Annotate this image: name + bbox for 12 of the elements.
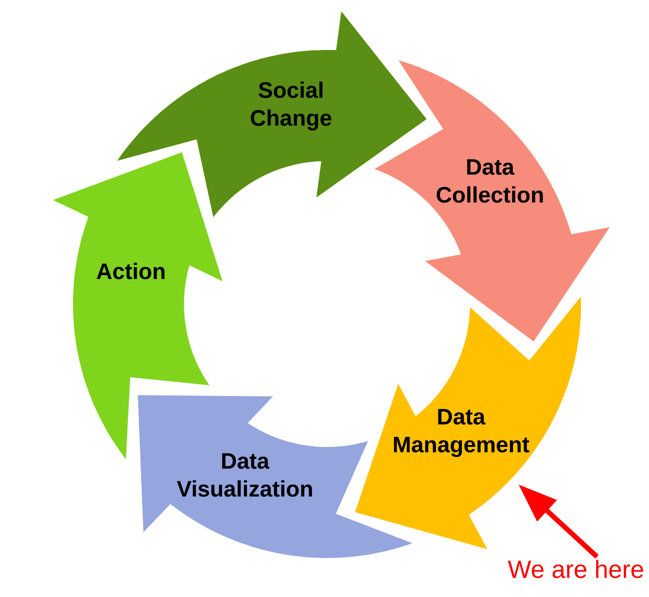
arrowhead	[355, 384, 488, 550]
curved-band: Action	[73, 216, 210, 460]
arrowhead	[138, 395, 273, 532]
arrowhead	[316, 11, 427, 198]
node-label: Action	[96, 262, 164, 280]
curved-band: Social Change	[117, 50, 336, 218]
callout-text: We are here	[508, 560, 644, 578]
arrowhead	[425, 227, 610, 342]
arrowhead	[53, 152, 222, 282]
curved-band: Data Collection	[374, 60, 572, 254]
node-label: Data Collection	[436, 159, 543, 203]
node-label: Social Change	[250, 82, 332, 130]
